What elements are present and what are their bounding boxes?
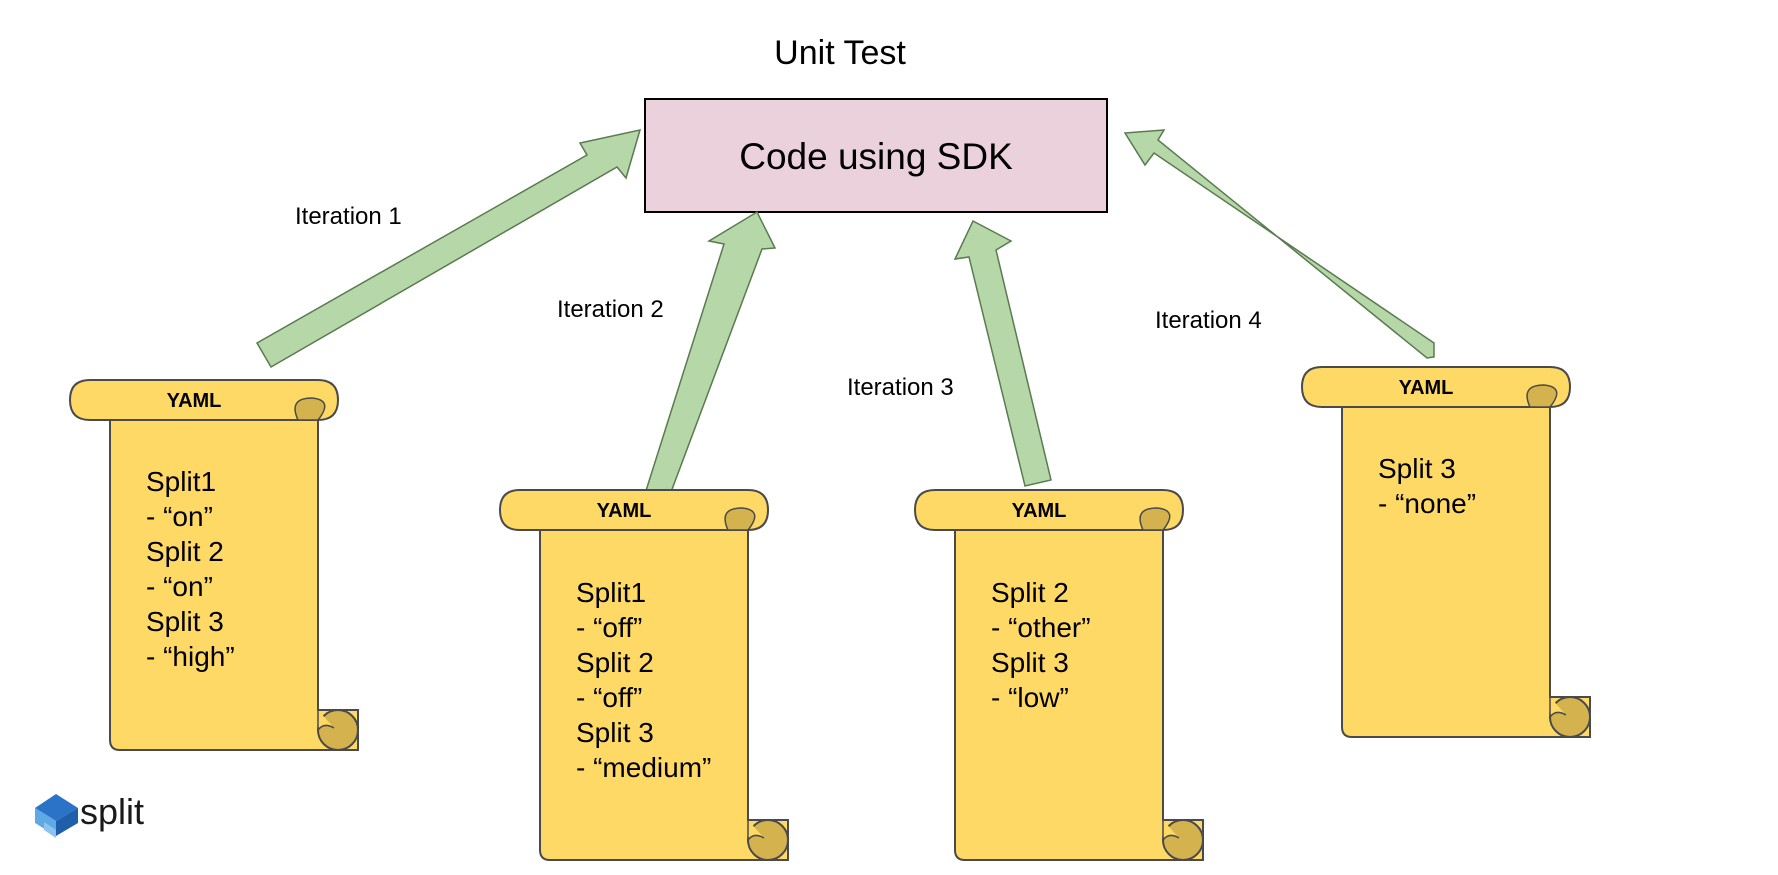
iteration-4-label: Iteration 4 <box>1155 307 1262 334</box>
scroll-bottom-curl <box>317 709 359 751</box>
scroll-title: YAML <box>167 390 222 412</box>
arrow-iteration-2 <box>643 210 777 501</box>
yaml-scroll-2: YAML Split1 - “off” Split 2 - “off” Split 3 -… <box>498 489 789 861</box>
scroll-bottom-curl <box>747 819 789 861</box>
scroll-line: Split 2 <box>576 647 654 678</box>
scroll-line: - “off” <box>576 612 642 643</box>
arrows <box>255 129 1435 501</box>
scroll-line: - “other” <box>991 612 1091 643</box>
scroll-top-curl <box>1526 384 1558 408</box>
scroll-line: Split 3 <box>576 717 654 748</box>
scroll-line: - “high” <box>146 641 235 672</box>
scroll-title: YAML <box>1012 500 1067 522</box>
scroll-line: - “off” <box>576 682 642 713</box>
scroll-line: - “on” <box>146 501 213 532</box>
split-logo-text: split <box>80 791 144 832</box>
scroll-title: YAML <box>1399 377 1454 399</box>
split-logo-icon <box>35 794 78 838</box>
scroll-line: Split 3 <box>1378 453 1456 484</box>
scroll-bottom-flap <box>1549 697 1567 720</box>
scroll-top-curl <box>1139 507 1171 531</box>
code-box-label: Code using SDK <box>739 136 1013 177</box>
iteration-3-label: Iteration 3 <box>847 374 954 401</box>
iteration-2-label: Iteration 2 <box>557 296 664 323</box>
scroll-line: Split 3 <box>146 606 224 637</box>
scroll-body <box>1341 387 1591 738</box>
scroll-line: - “on” <box>146 571 213 602</box>
split-logo: split <box>35 791 144 838</box>
scroll-bottom-flap <box>1162 820 1180 843</box>
arrow-iteration-1 <box>255 129 642 369</box>
diagram-title: Unit Test <box>774 34 906 72</box>
arrow-iteration-4 <box>1123 129 1435 359</box>
scroll-top-curl <box>294 397 326 421</box>
scroll-line: Split 2 <box>991 577 1069 608</box>
scroll-line: - “medium” <box>576 752 711 783</box>
yaml-scrolls: YAML Split1 - “on” Split 2 - “on” Split 3 - “… <box>68 366 1591 861</box>
scroll-line: Split 2 <box>146 536 224 567</box>
scroll-bottom-curl <box>1162 819 1204 861</box>
iteration-1-label: Iteration 1 <box>295 203 402 230</box>
code-box-rect <box>644 98 1108 213</box>
scroll-line: - “low” <box>991 682 1069 713</box>
yaml-scroll-4: YAML Split 3 - “none” <box>1300 366 1591 738</box>
code-box: Code using SDK <box>644 98 1108 213</box>
scroll-bottom-curl <box>1549 696 1591 738</box>
scroll-title: YAML <box>597 500 652 522</box>
yaml-scroll-3: YAML Split 2 - “other” Split 3 - “low” <box>913 489 1204 861</box>
scroll-line: - “none” <box>1378 488 1476 519</box>
scroll-line: Split 3 <box>991 647 1069 678</box>
scroll-bottom-flap <box>317 710 335 733</box>
arrow-iteration-3 <box>953 219 1052 487</box>
scroll-top-curl <box>724 507 756 531</box>
scroll-bottom-flap <box>747 820 765 843</box>
yaml-scroll-1: YAML Split1 - “on” Split 2 - “on” Split 3 - “… <box>68 379 359 751</box>
scroll-line: Split1 <box>146 466 216 497</box>
scroll-line: Split1 <box>576 577 646 608</box>
